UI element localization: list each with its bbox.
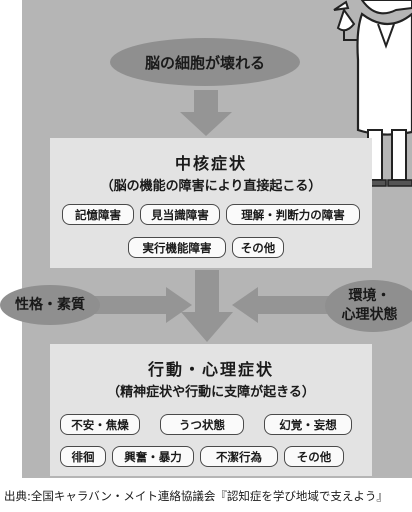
environment-label-line2: 心理状態 bbox=[341, 307, 398, 323]
core-symptoms-box: 中核症状 （脳の機能の障害により直接起こる） 記憶障害 見当識障害 理解・判断力… bbox=[50, 138, 372, 268]
bpsd-tag-anxiety: 不安・焦燥 bbox=[60, 414, 140, 435]
core-symptoms-subtitle: （脳の機能の障害により直接起こる） bbox=[100, 179, 322, 194]
bpsd-subtitle: （精神症状や行動に支障が起きる） bbox=[107, 385, 315, 400]
left-arrow-right bbox=[232, 287, 330, 323]
personality-label: 性格・素質 bbox=[15, 296, 85, 313]
bpsd-tag-wandering: 徘徊 bbox=[60, 446, 106, 467]
core-tag-memory: 記憶障害 bbox=[62, 204, 134, 225]
left-factor-oval-shape bbox=[0, 285, 100, 325]
environment-label: 環境・ 心理状態 bbox=[327, 280, 412, 332]
core-tag-orientation: 見当識障害 bbox=[140, 204, 220, 225]
brain-cell-damage-oval: 脳の細胞が壊れる bbox=[110, 38, 300, 86]
source-citation: 出典:全国キャラバン・メイト連絡協議会『認知症を学び地域で支えよう』 bbox=[4, 489, 388, 503]
bpsd-tag-hallucination: 幻覚・妄想 bbox=[264, 414, 352, 435]
core-tag-executive: 実行機能障害 bbox=[128, 237, 226, 258]
bpsd-tag-agitation: 興奮・暴力 bbox=[112, 446, 194, 467]
core-tag-judgment: 理解・判断力の障害 bbox=[226, 204, 360, 225]
right-arrow-left bbox=[94, 287, 192, 323]
bpsd-tag-uncleanliness: 不潔行為 bbox=[200, 446, 278, 467]
right-factor-oval-shape bbox=[325, 280, 412, 332]
core-tag-other: その他 bbox=[232, 237, 284, 258]
down-arrow-middle bbox=[181, 270, 233, 342]
bpsd-tag-other: その他 bbox=[284, 446, 344, 467]
environment-label-line1: 環境・ bbox=[348, 288, 391, 304]
core-symptoms-title: 中核症状 bbox=[174, 154, 247, 173]
bpsd-box: 行動・心理症状 （精神症状や行動に支障が起きる） 不安・焦燥 うつ状態 幻覚・妄… bbox=[50, 344, 372, 476]
bpsd-title: 行動・心理症状 bbox=[147, 360, 274, 379]
down-arrow-top bbox=[180, 90, 232, 136]
brain-cell-damage-label: 脳の細胞が壊れる bbox=[144, 53, 265, 72]
bpsd-tag-depression: うつ状態 bbox=[160, 414, 244, 435]
